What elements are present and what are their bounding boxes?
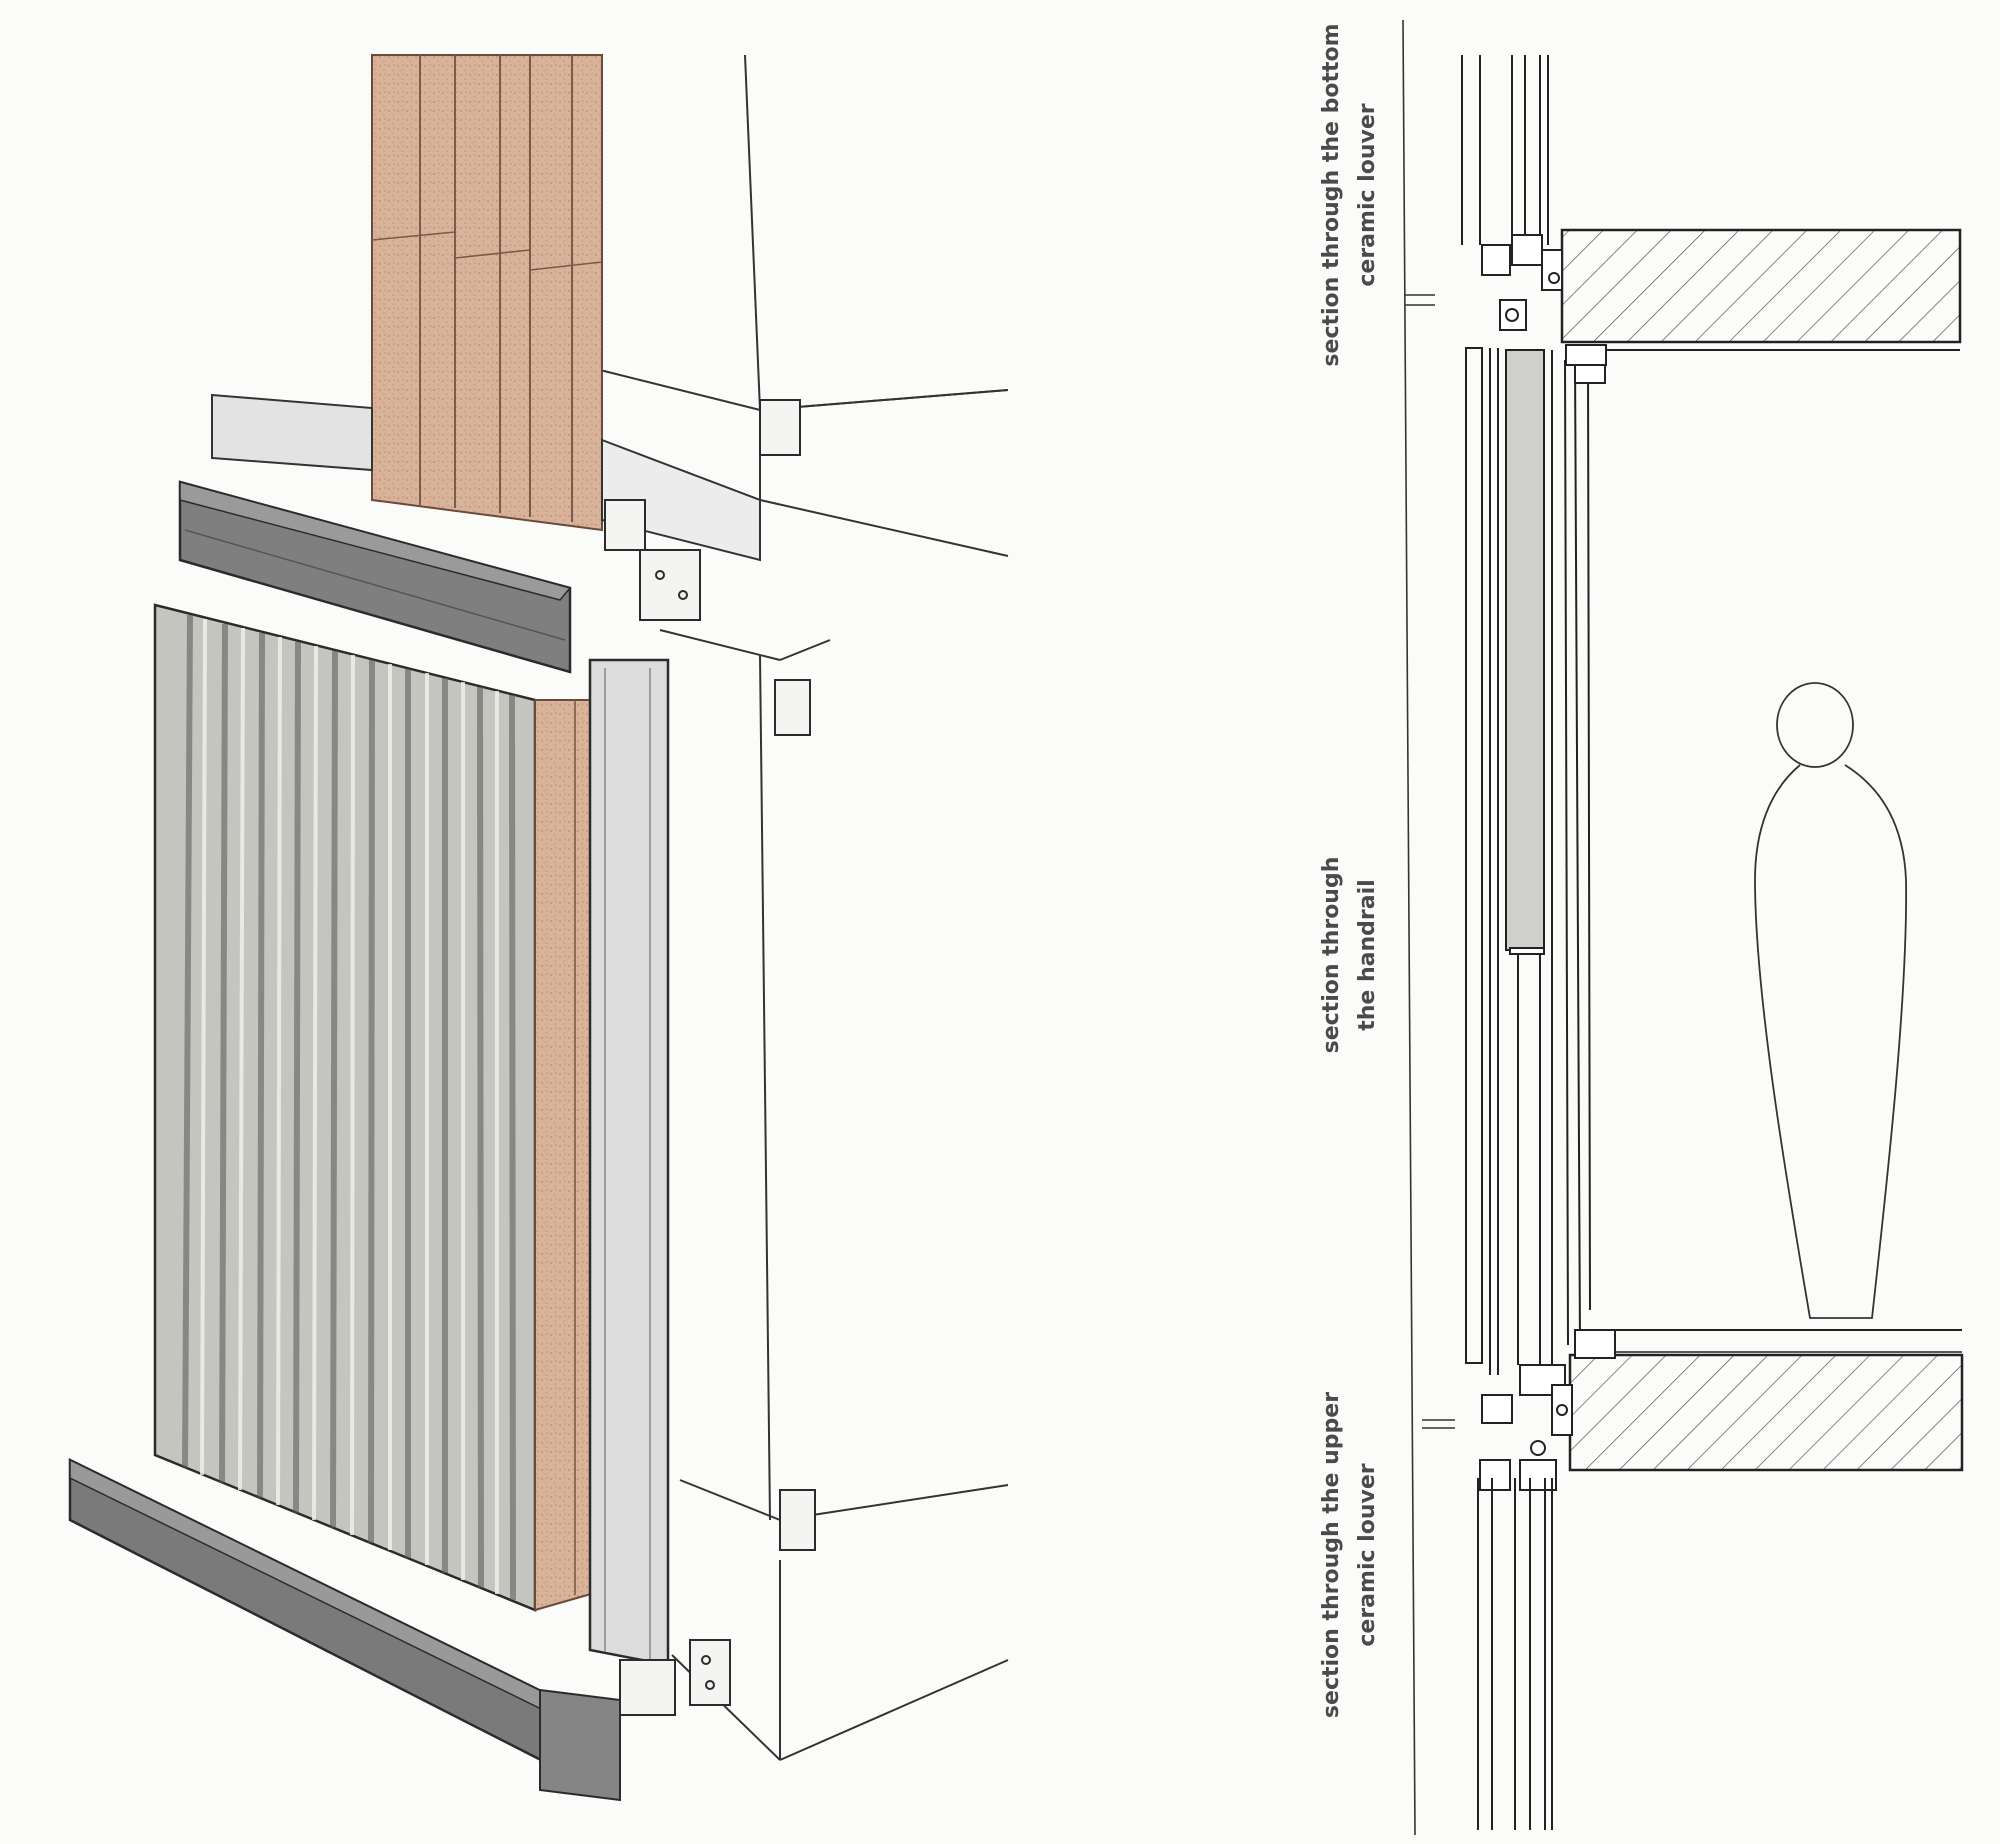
top-dark-channel	[178, 480, 572, 674]
label-upper-line2: ceramic louver	[1355, 1463, 1380, 1647]
middle-section-assembly	[1465, 347, 1591, 1375]
upper-frame-lines	[1461, 55, 1549, 245]
section-reference-line	[1402, 19, 1455, 1836]
fixing-brackets	[604, 399, 816, 1716]
upper-connection-clips	[1481, 234, 1607, 384]
bottom-dark-channel	[68, 1457, 621, 1802]
terracotta-louvers-top	[371, 54, 603, 532]
label-upper-ceramic-louver: section through the upper ceramic louver	[1314, 1392, 1386, 1718]
label-handrail-line1: section through	[1319, 856, 1344, 1054]
human-silhouette	[1754, 682, 1908, 1319]
label-bottom-line2: ceramic louver	[1355, 103, 1380, 287]
lower-connection-clips	[1479, 1329, 1616, 1491]
terracotta-louvers-bottom	[534, 699, 606, 1612]
label-bottom-line1: section through the bottom	[1319, 23, 1344, 367]
handrail-frame	[588, 658, 670, 1667]
floor-slab-lower	[1568, 1329, 1964, 1472]
label-handrail-line2: the handrail	[1355, 879, 1380, 1031]
label-handrail: section through the handrail	[1314, 857, 1386, 1054]
lower-frame-lines	[1477, 1478, 1553, 1830]
label-bottom-ceramic-louver: section through the bottom ceramic louve…	[1314, 23, 1386, 366]
floor-slab-upper	[1560, 228, 1962, 351]
label-upper-line1: section through the upper	[1319, 1391, 1344, 1719]
ceramic-louver-panel	[153, 603, 537, 1612]
